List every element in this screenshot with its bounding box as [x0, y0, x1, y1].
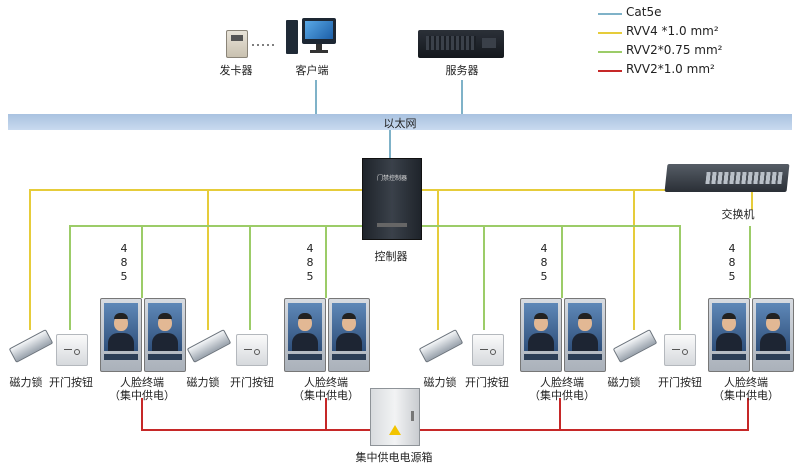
legend-label-cat5e: Cat5e	[626, 5, 662, 19]
legend-label-rvv2-075: RVV2*0.75 mm²	[626, 43, 723, 57]
legend-line-rvv2-10	[598, 70, 622, 72]
rs485-label-3: 4 8 5	[540, 242, 548, 283]
exit-button-label: 开门按钮	[465, 376, 509, 389]
power-box-label: 集中供电电源箱	[355, 451, 433, 464]
face-terminal-sublabel: （集中供电）	[109, 389, 175, 402]
server-label: 服务器	[445, 64, 479, 77]
legend-label-rvv4: RVV4 *1.0 mm²	[626, 24, 719, 38]
legend-label-rvv2-10: RVV2*1.0 mm²	[626, 62, 715, 76]
face-terminal-icon	[708, 298, 750, 372]
face-terminal-icon	[520, 298, 562, 372]
face-terminal-icon	[144, 298, 186, 372]
power-box-icon	[370, 388, 420, 446]
legend-line-cat5e	[598, 13, 622, 15]
exit-button-icon	[236, 334, 268, 366]
face-terminal-sublabel: （集中供电）	[293, 389, 359, 402]
switch-label: 交换机	[721, 208, 755, 221]
ethernet-bus-label: 以太网	[383, 117, 417, 130]
face-terminal-sublabel: （集中供电）	[713, 389, 779, 402]
rs485-label-1: 4 8 5	[120, 242, 128, 283]
ethernet-bus: 以太网	[8, 114, 792, 130]
face-terminal-icon	[100, 298, 142, 372]
rs485-lines	[141, 226, 751, 298]
server-icon	[418, 30, 504, 58]
legend-line-rvv2-075	[598, 51, 622, 53]
face-terminal-label: 人脸终端	[304, 376, 348, 389]
face-terminal-label: 人脸终端	[120, 376, 164, 389]
exit-button-icon	[56, 334, 88, 366]
client-label: 客户端	[295, 64, 329, 77]
controller-label: 控制器	[374, 250, 408, 263]
rs485-label-4: 4 8 5	[728, 242, 736, 283]
magnetic-lock-label: 磁力锁	[186, 376, 220, 389]
switch-icon	[664, 164, 790, 192]
cat5e-lines	[252, 44, 463, 158]
magnetic-lock-label: 磁力锁	[607, 376, 641, 389]
face-terminal-icon	[564, 298, 606, 372]
rs485-label-2: 4 8 5	[306, 242, 314, 283]
face-terminal-label: 人脸终端	[724, 376, 768, 389]
magnetic-lock-label: 磁力锁	[9, 376, 43, 389]
exit-button-label: 开门按钮	[230, 376, 274, 389]
legend-line-rvv4	[598, 32, 622, 34]
face-terminal-icon	[328, 298, 370, 372]
card-issuer-label: 发卡器	[219, 64, 253, 77]
exit-button-icon	[472, 334, 504, 366]
face-terminal-icon	[284, 298, 326, 372]
card-issuer-icon	[226, 30, 248, 58]
exit-button-icon	[664, 334, 696, 366]
exit-button-label: 开门按钮	[49, 376, 93, 389]
magnetic-lock-label: 磁力锁	[423, 376, 457, 389]
power-lines	[141, 398, 749, 431]
face-terminal-label: 人脸终端	[540, 376, 584, 389]
exit-button-label: 开门按钮	[658, 376, 702, 389]
face-terminal-sublabel: （集中供电）	[529, 389, 595, 402]
rvv2-075-lines	[69, 225, 681, 330]
face-terminal-icon	[752, 298, 794, 372]
client-pc-icon	[286, 18, 338, 58]
controller-icon: 门禁控制器	[362, 158, 422, 240]
controller-panel-text: 门禁控制器	[376, 175, 407, 182]
